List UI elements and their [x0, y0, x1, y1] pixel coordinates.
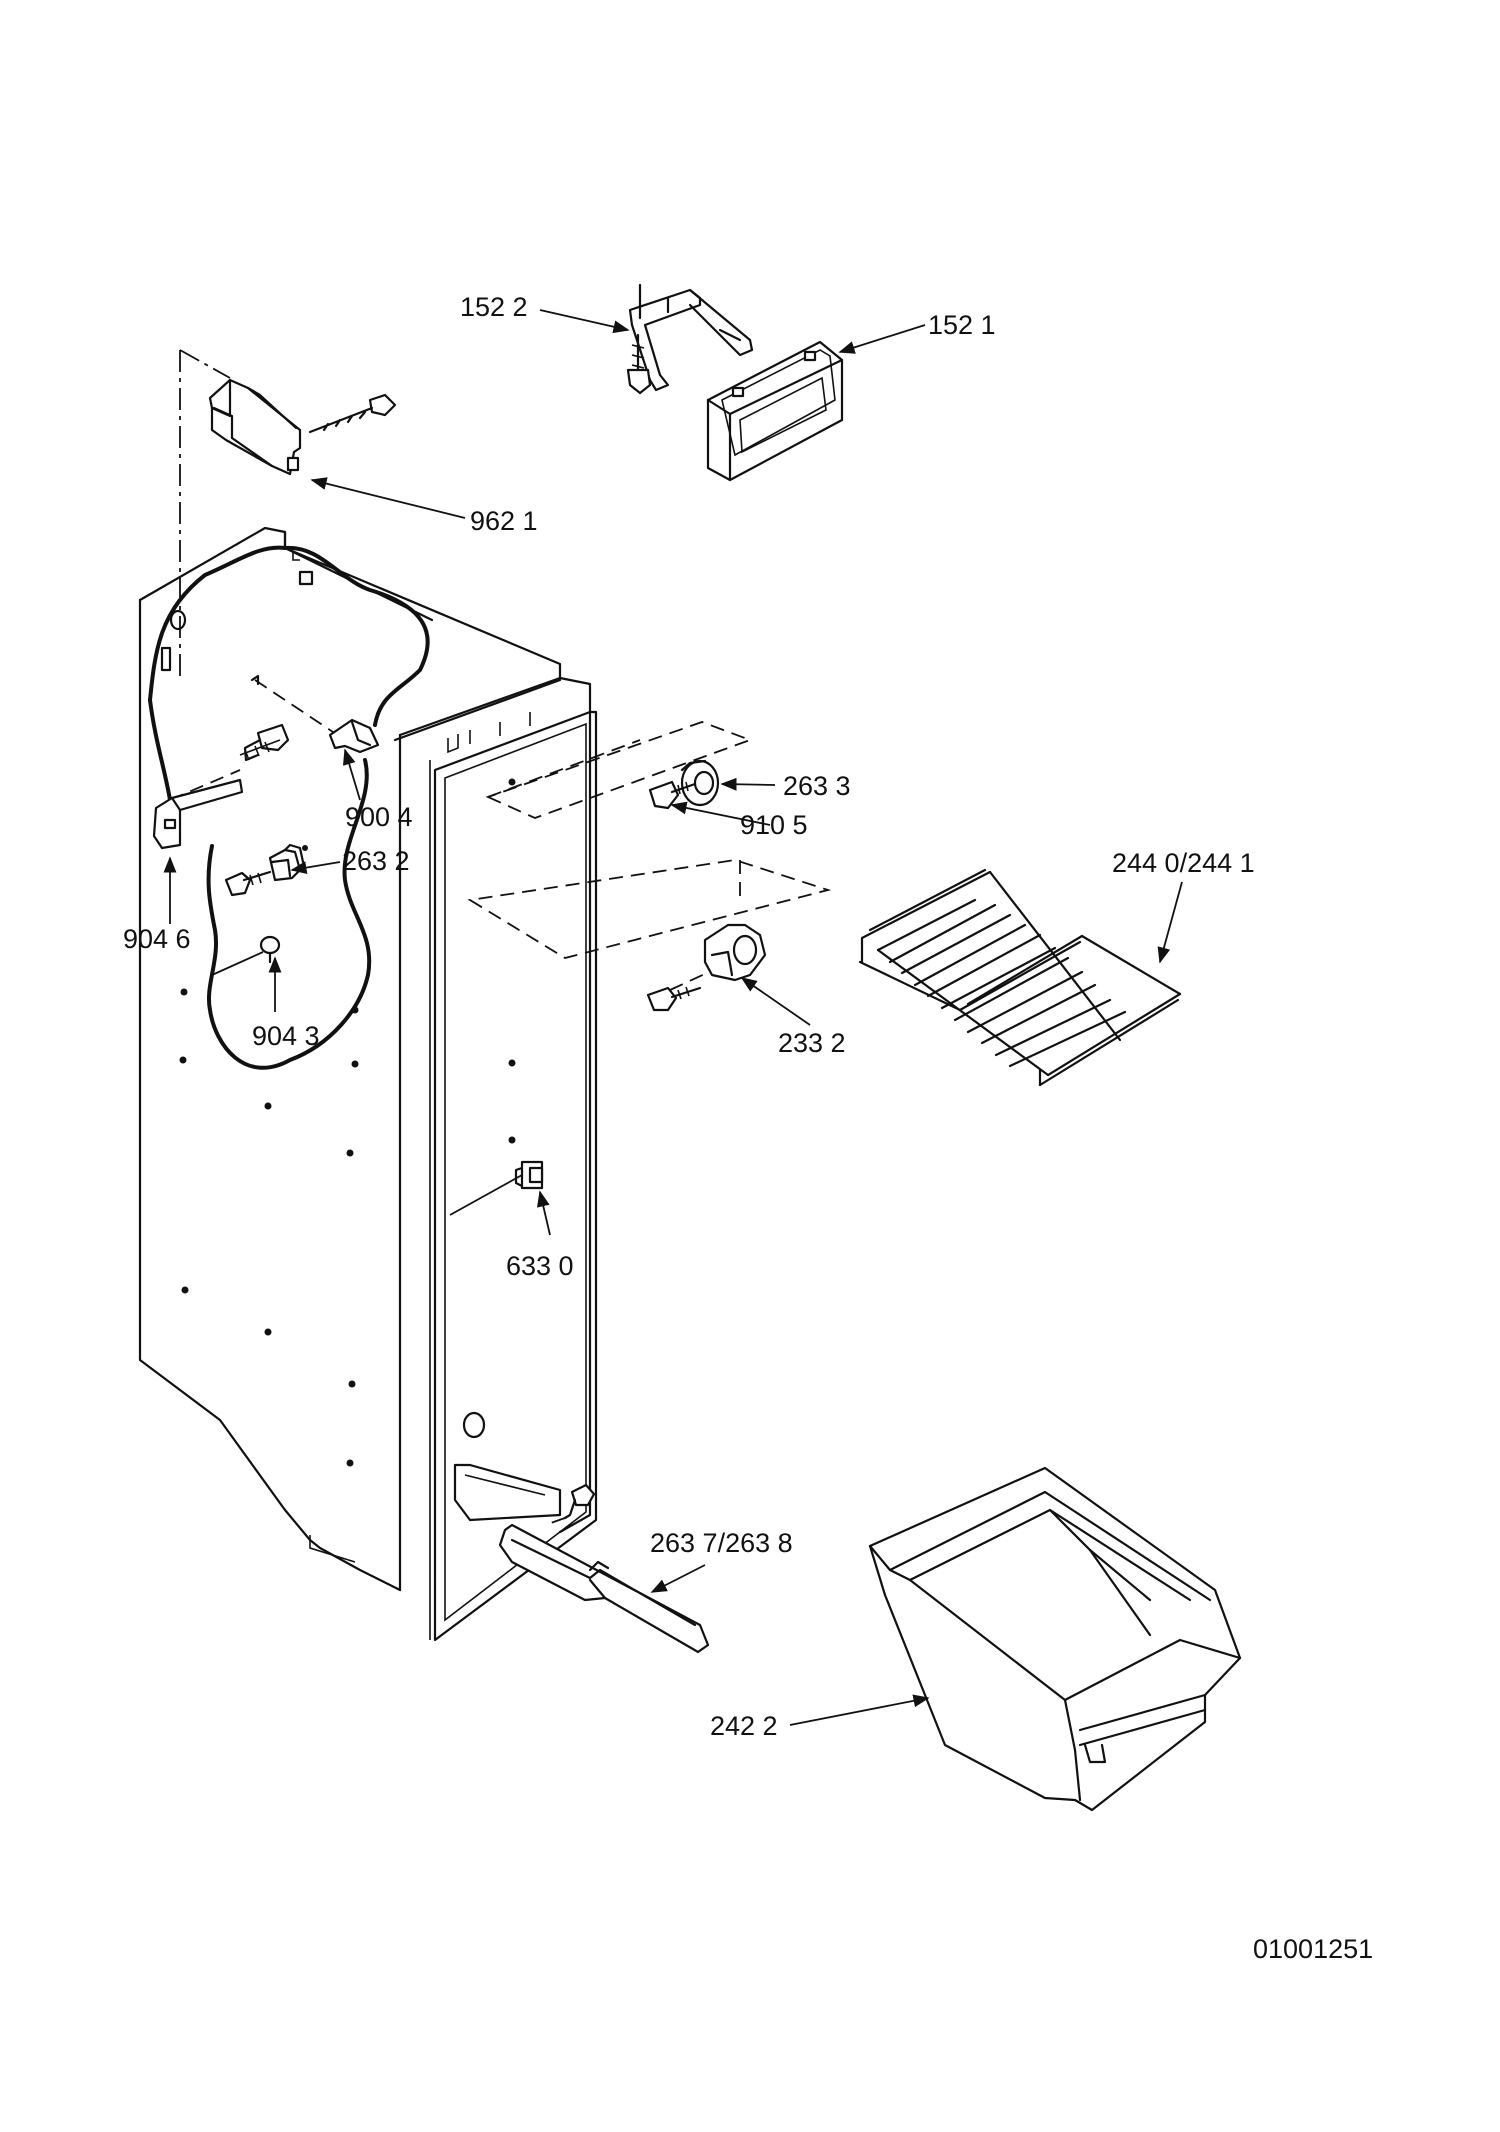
screw-263-7 [563, 1483, 596, 1520]
hanger-152-2 [628, 283, 754, 392]
callout-900-4: 900 4 [345, 802, 413, 832]
panel-152-1 [706, 340, 844, 482]
screw-900-4 [239, 723, 290, 762]
bracket-904-6 [152, 778, 244, 850]
bracket-962-1 [208, 378, 302, 476]
switch-633-0 [514, 1160, 544, 1190]
bin-242-2 [868, 1466, 1242, 1812]
freezer-liner-cabinet [138, 526, 598, 1642]
hinge-263-2 [268, 843, 308, 882]
callout-904-6: 904 6 [123, 924, 191, 954]
callout-152-1: 152 1 [928, 310, 996, 340]
callout-263-2: 263 2 [342, 846, 410, 876]
callout-910-5: 910 5 [740, 810, 808, 840]
figure-number: 01001251 [1253, 1934, 1373, 1964]
callout-242-2: 242 2 [710, 1711, 778, 1741]
callout-633-0: 633 0 [506, 1251, 574, 1281]
dashed-box-263-3 [485, 721, 753, 819]
dashed-guide-900 [254, 679, 346, 741]
callout-244-0-244-1: 244 0/244 1 [1112, 848, 1255, 878]
screw-152 [626, 333, 652, 395]
screw-910-5 [648, 780, 697, 810]
callout-233-2: 233 2 [778, 1028, 846, 1058]
screw-233-2 [646, 986, 702, 1012]
callout-263-3: 263 3 [783, 771, 851, 801]
callout-152-2: 152 2 [460, 292, 528, 322]
callout-263-7-263-8: 263 7/263 8 [650, 1528, 793, 1558]
hinge-263-3 [680, 759, 720, 807]
screw-962 [308, 393, 397, 434]
screw-904-3 [259, 935, 281, 964]
screw-263-2 [224, 870, 272, 897]
wiring-harness [148, 545, 430, 1070]
callout-962-1: 962 1 [470, 506, 538, 536]
leader-lines [163, 309, 1183, 1726]
bottom-hinge-263-7 [498, 1523, 710, 1654]
callout-904-3: 904 3 [252, 1021, 320, 1051]
clip-900-4 [328, 718, 380, 754]
bracket-233-2 [703, 923, 767, 982]
dashed-box-233-2 [467, 859, 832, 959]
wire-shelf-244 [858, 868, 1182, 1087]
